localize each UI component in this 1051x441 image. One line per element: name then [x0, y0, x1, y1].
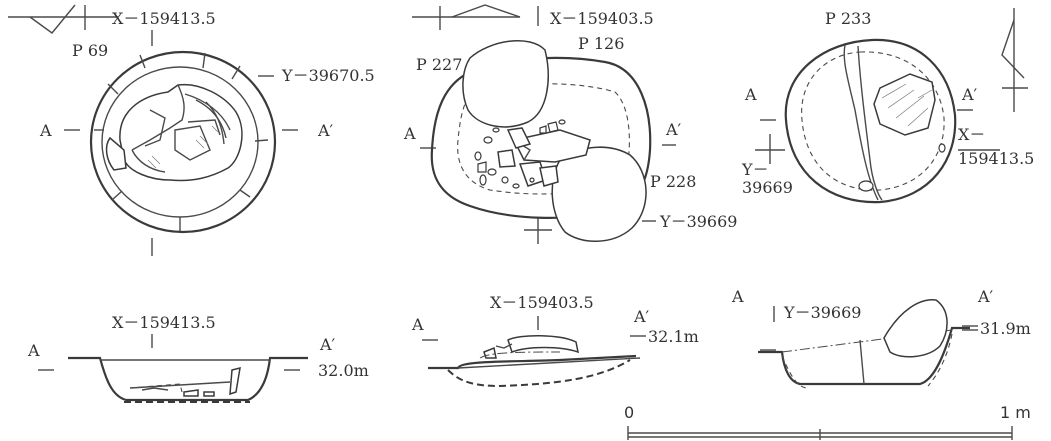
- section-p69: X－159413.5 A A′ 32.0m: [27, 313, 369, 403]
- label-p233-x-1: X－: [958, 125, 985, 144]
- scale-bar: 0 1 m: [624, 403, 1031, 440]
- section-p126: X－159403.5 A A′ 32.1m: [411, 293, 699, 388]
- pottery-vessel-p69: [105, 83, 243, 182]
- north-arrow-p126: [412, 4, 521, 30]
- label-p227: P 227: [416, 55, 462, 74]
- section-2-elev: 32.1m: [648, 327, 699, 346]
- label-p69: P 69: [72, 41, 108, 60]
- label-p233-x-2: 159413.5: [958, 149, 1034, 168]
- label-p126-y: Y－39669: [659, 212, 737, 231]
- label-p69-a-prime: A′: [317, 121, 334, 140]
- section-2-a: A: [411, 315, 424, 334]
- section-1-a: A: [27, 341, 40, 360]
- cut-line-p233: [843, 44, 879, 201]
- stone-p233: [873, 73, 936, 136]
- label-p126: P 126: [578, 34, 624, 53]
- section-3-a-prime: A′: [977, 287, 994, 306]
- scale-start: 0: [624, 403, 634, 422]
- label-p233-a-prime: A′: [961, 85, 978, 104]
- plan-p126: X－159403.5 P 126 P 227 A A′ P 228 Y－3966…: [403, 4, 737, 244]
- section-3-stone: [883, 299, 948, 358]
- plan-p69: X－159413.5 P 69 Y－39670.5 A A′: [8, 4, 375, 256]
- scale-end: 1 m: [1000, 403, 1031, 422]
- plan-p233: P 233 A A′ Y－ 39669 X－ 159413.5: [741, 8, 1034, 204]
- label-p233-y-1: Y－: [741, 160, 769, 179]
- section-3-a: A: [731, 287, 744, 306]
- grid-cross-p126: [524, 218, 552, 244]
- cut-edge-p233: [857, 45, 883, 201]
- stone-p227: [462, 39, 549, 128]
- stones-p126: [474, 119, 591, 189]
- pit-outline-p69: [89, 50, 277, 234]
- pit-floor-p126: [457, 83, 630, 195]
- north-arrow-p233: [1001, 8, 1028, 112]
- label-p69-y: Y－39670.5: [281, 66, 375, 85]
- label-p126-a: A: [403, 124, 416, 143]
- label-p233-a: A: [744, 85, 757, 104]
- section-3-elev: 31.9m: [980, 319, 1031, 338]
- label-p69-a: A: [39, 121, 52, 140]
- grid-cross-p233-left: [755, 134, 785, 164]
- section-1-ground: [68, 356, 308, 402]
- label-p126-a-prime: A′: [665, 120, 682, 139]
- label-p228: P 228: [650, 172, 696, 191]
- rim-ticks-p69: [94, 52, 269, 231]
- label-p233: P 233: [825, 9, 871, 28]
- label-p69-x: X－159413.5: [112, 9, 216, 28]
- section-1-elev: 32.0m: [318, 361, 369, 380]
- section-2-a-prime: A′: [633, 307, 650, 326]
- section-2-x: X－159403.5: [490, 293, 594, 312]
- north-arrow-p69: [8, 4, 118, 34]
- section-1-a-prime: A′: [319, 335, 336, 354]
- section-2-ground: [428, 354, 637, 370]
- section-3-y: Y－39669: [783, 303, 861, 322]
- section-1-x: X－159413.5: [112, 313, 216, 332]
- label-p233-y-2: 39669: [742, 178, 793, 197]
- stone-p228: [551, 146, 647, 242]
- label-p126-x: X－159403.5: [550, 9, 654, 28]
- pit-outline-p233: [784, 38, 957, 204]
- section-3-ground: [758, 326, 970, 386]
- section-p233: A Y－39669 A′ 31.9m: [731, 287, 1031, 389]
